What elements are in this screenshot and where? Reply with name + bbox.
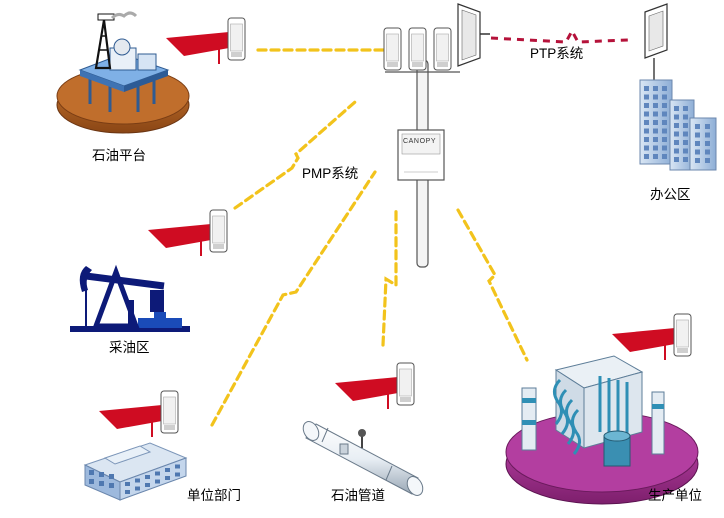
label-oil-field: 采油区: [109, 340, 150, 355]
sm-production: [612, 313, 692, 360]
link-to-pipeline: [381, 208, 398, 347]
sm-unit-dept: [99, 390, 179, 437]
link-to-unit-dept: [210, 170, 377, 427]
label-pmp-system: PMP系统: [302, 166, 359, 181]
label-unit-dept: 单位部门: [187, 488, 241, 503]
unit-building-icon: [83, 442, 188, 501]
label-office-area: 办公区: [650, 187, 691, 202]
sm-oil-platform: [166, 17, 246, 64]
subscriber-modules: [99, 17, 692, 437]
sm-pipeline: [335, 362, 415, 409]
canopy-brand-text: CANOPY: [403, 138, 437, 145]
production-plant-icon: [505, 355, 699, 505]
ptp-link: [490, 27, 629, 44]
label-production-unit: 生产单位: [648, 488, 702, 503]
oil-platform-icon: [56, 11, 190, 134]
label-oil-platform: 石油平台: [92, 148, 146, 163]
link-to-production: [456, 208, 529, 362]
label-ptp-system: PTP系统: [530, 46, 584, 61]
label-pipeline: 石油管道: [331, 488, 385, 503]
oil-field-icon: [70, 264, 190, 332]
pmp-links: [210, 48, 529, 427]
pipeline-icon: [302, 421, 424, 496]
office-tower-icon: [639, 3, 717, 171]
sm-oil-field: [148, 209, 228, 256]
central-tower: [383, 3, 490, 268]
link-to-oil-field: [233, 100, 357, 210]
